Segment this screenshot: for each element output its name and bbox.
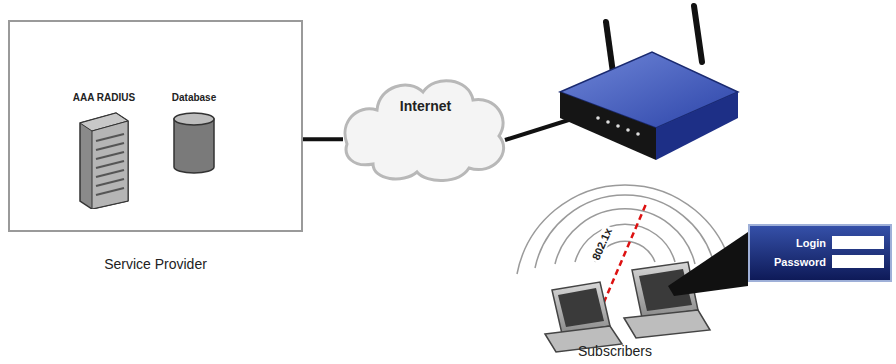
panel-node: Service ProviderAAA RADIUSDatabase xyxy=(8,20,303,232)
database-icon xyxy=(171,111,217,175)
input-field xyxy=(832,255,884,268)
group-caption: Subscribers xyxy=(578,343,652,359)
wifi-waves xyxy=(517,185,733,274)
input-field xyxy=(832,236,884,249)
db-node: Database xyxy=(169,92,219,192)
router-wire xyxy=(505,118,575,140)
form-row: Login xyxy=(756,236,884,249)
form-field-label: Login xyxy=(796,237,826,249)
group-heading: Service Provider xyxy=(10,256,301,272)
link-label: 802.1x xyxy=(589,224,615,263)
connector-line xyxy=(303,137,343,141)
server-node: AAA RADIUS xyxy=(71,92,137,222)
form-field-label: Password xyxy=(774,256,826,268)
wireless-router xyxy=(560,6,738,160)
server-label: AAA RADIUS xyxy=(73,92,135,103)
form-node: LoginPassword xyxy=(748,224,892,282)
cloud-label: Internet xyxy=(343,98,508,114)
server-icon xyxy=(76,109,132,209)
form-row: Password xyxy=(756,255,884,268)
callout-leader xyxy=(668,232,748,296)
cloud-node: Internet xyxy=(343,72,508,184)
database-label: Database xyxy=(172,92,216,103)
laptop xyxy=(545,282,622,352)
cloud-shape xyxy=(343,72,508,184)
